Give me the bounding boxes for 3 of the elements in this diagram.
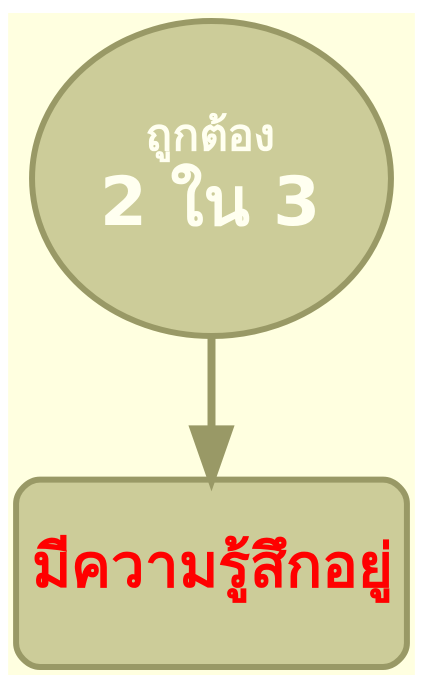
node-ellipse: ถูกต้อง 2 ใน 3 [29,17,394,339]
node-box: มีความรู้สึกอยู่ [13,476,410,670]
arrow [188,336,235,491]
